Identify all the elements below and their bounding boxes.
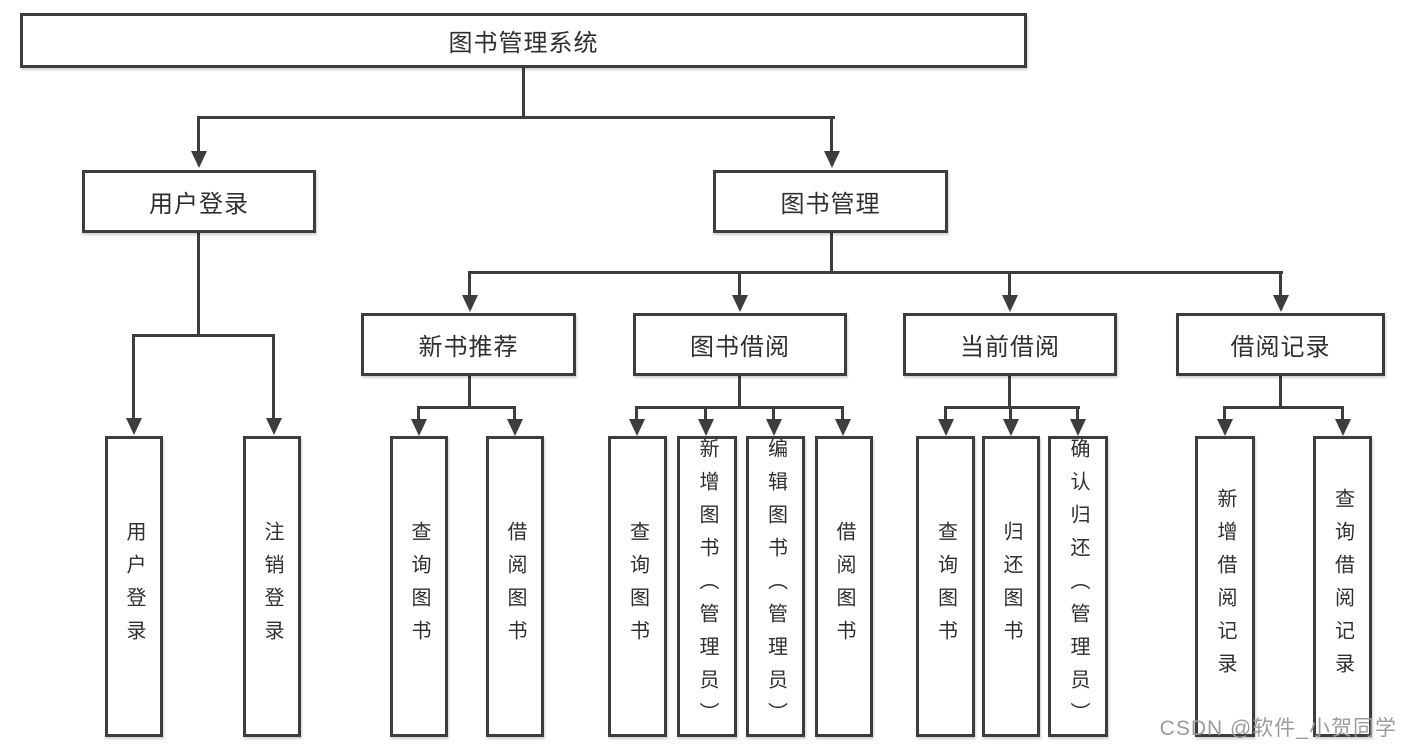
connector-root-stem (522, 68, 525, 118)
connector-drop-br-add (1223, 406, 1226, 420)
node-label: 借阅记录 (1230, 334, 1331, 361)
connector-user-login-stem (197, 231, 200, 337)
node-library-management-system: 图书管理系统 (20, 13, 1027, 68)
connector-drop-book-borrow (738, 271, 741, 296)
arrowhead-new-books (462, 295, 478, 312)
leaf-query-books-borrowing: 查询图书 (608, 436, 667, 737)
node-label: 查询图书 (408, 520, 430, 653)
node-label: 用户登录 (123, 520, 145, 653)
connector-current-borrow-rail (944, 406, 1080, 409)
arrowhead-br-add (1217, 419, 1233, 436)
leaf-user-login: 用户登录 (105, 436, 163, 737)
connector-drop-current-borrow (1008, 271, 1011, 296)
arrowhead-bb-add (698, 419, 714, 436)
node-label: 借阅图书 (833, 520, 855, 653)
node-label: 查询图书 (934, 520, 957, 653)
node-current-borrowing: 当前借阅 (903, 313, 1117, 376)
connector-new-books-stem (468, 376, 471, 409)
node-label: 图书管理系统 (448, 30, 599, 57)
arrowhead-leaf-user-login (126, 418, 142, 435)
arrowhead-cb-query (938, 419, 954, 436)
arrowhead-user-login (191, 151, 207, 168)
connector-book-borrow-stem (738, 376, 741, 409)
leaf-logout: 注销登录 (243, 436, 301, 737)
node-label: 新增借阅记录 (1214, 487, 1236, 686)
leaf-return-books: 归还图书 (982, 436, 1040, 737)
node-label: 编辑图书（管理员） (764, 438, 787, 735)
arrowhead-br-query (1335, 419, 1351, 436)
node-label: 借阅图书 (504, 520, 526, 653)
arrowhead-bb-borrow (835, 419, 851, 436)
connector-drop-bb-add (704, 406, 707, 420)
connector-drop-bb-query (635, 406, 638, 420)
connector-current-borrow-stem (1008, 376, 1011, 409)
connector-drop-br-query (1341, 406, 1344, 420)
leaf-borrow-books-newbooks: 借阅图书 (486, 436, 544, 737)
node-borrowing-records: 借阅记录 (1176, 313, 1385, 376)
arrowhead-cb-return (1003, 419, 1019, 436)
leaf-add-borrow-record: 新增借阅记录 (1195, 436, 1255, 737)
leaf-edit-books-admin: 编辑图书（管理员） (746, 436, 805, 737)
connector-user-login-rail (132, 334, 275, 337)
node-label: 用户登录 (149, 191, 249, 218)
arrowhead-bb-edit (766, 419, 782, 436)
arrowhead-cb-confirm (1070, 419, 1086, 436)
connector-drop-new-books (468, 271, 471, 296)
node-label: 查询借阅记录 (1331, 487, 1354, 686)
node-label: 确认归还（管理员） (1067, 438, 1089, 735)
leaf-query-books-current: 查询图书 (916, 436, 975, 737)
connector-borrow-records-rail (1223, 406, 1344, 409)
connector-book-management-stem (830, 231, 833, 274)
node-label: 归还图书 (1000, 520, 1022, 653)
arrowhead-leaf-logout (266, 418, 282, 435)
leaf-confirm-return-admin: 确认归还（管理员） (1048, 436, 1108, 737)
connector-drop-user-login (197, 116, 200, 152)
arrowhead-bb-query (629, 419, 645, 436)
node-label: 新书推荐 (418, 334, 519, 361)
node-label: 图书管理 (780, 191, 881, 218)
connector-drop-cb-confirm (1076, 406, 1079, 420)
node-new-book-recommendation: 新书推荐 (361, 313, 576, 376)
node-label: 当前借阅 (960, 334, 1060, 361)
connector-book-management-rail (468, 271, 1283, 274)
connector-drop-nb-query (417, 406, 420, 420)
node-label: 新增图书（管理员） (696, 438, 718, 735)
connector-drop-cb-query (944, 406, 947, 420)
connector-drop-bb-borrow (841, 406, 844, 420)
arrowhead-book-borrow (732, 295, 748, 312)
csdn-watermark: CSDN @软件_小贺同学 (1159, 717, 1397, 740)
arrowhead-book-management (824, 151, 840, 168)
connector-drop-book-management (830, 116, 833, 152)
connector-book-borrow-rail (635, 406, 844, 409)
connector-borrow-records-stem (1279, 376, 1282, 409)
connector-root-rail (197, 116, 835, 119)
leaf-query-books-newbooks: 查询图书 (390, 436, 448, 737)
connector-drop-leaf-logout (272, 334, 275, 419)
connector-drop-leaf-user-login (132, 334, 135, 419)
node-label: 注销登录 (261, 520, 283, 653)
connector-drop-cb-return (1009, 406, 1012, 420)
node-label: 图书借阅 (690, 334, 790, 361)
node-book-management: 图书管理 (713, 170, 948, 233)
leaf-add-books-admin: 新增图书（管理员） (677, 436, 737, 737)
arrowhead-nb-borrow (507, 419, 523, 436)
arrowhead-nb-query (411, 419, 427, 436)
leaf-borrow-books-borrowing: 借阅图书 (815, 436, 873, 737)
connector-new-books-rail (417, 406, 516, 409)
node-label: 查询图书 (626, 520, 649, 653)
node-book-borrowing: 图书借阅 (633, 313, 847, 376)
leaf-query-borrow-record: 查询借阅记录 (1313, 436, 1372, 737)
connector-drop-nb-borrow (513, 406, 516, 420)
arrowhead-current-borrow (1002, 295, 1018, 312)
connector-drop-bb-edit (772, 406, 775, 420)
connector-drop-borrow-records (1279, 271, 1282, 296)
node-user-login: 用户登录 (82, 170, 316, 233)
arrowhead-borrow-records (1273, 295, 1289, 312)
